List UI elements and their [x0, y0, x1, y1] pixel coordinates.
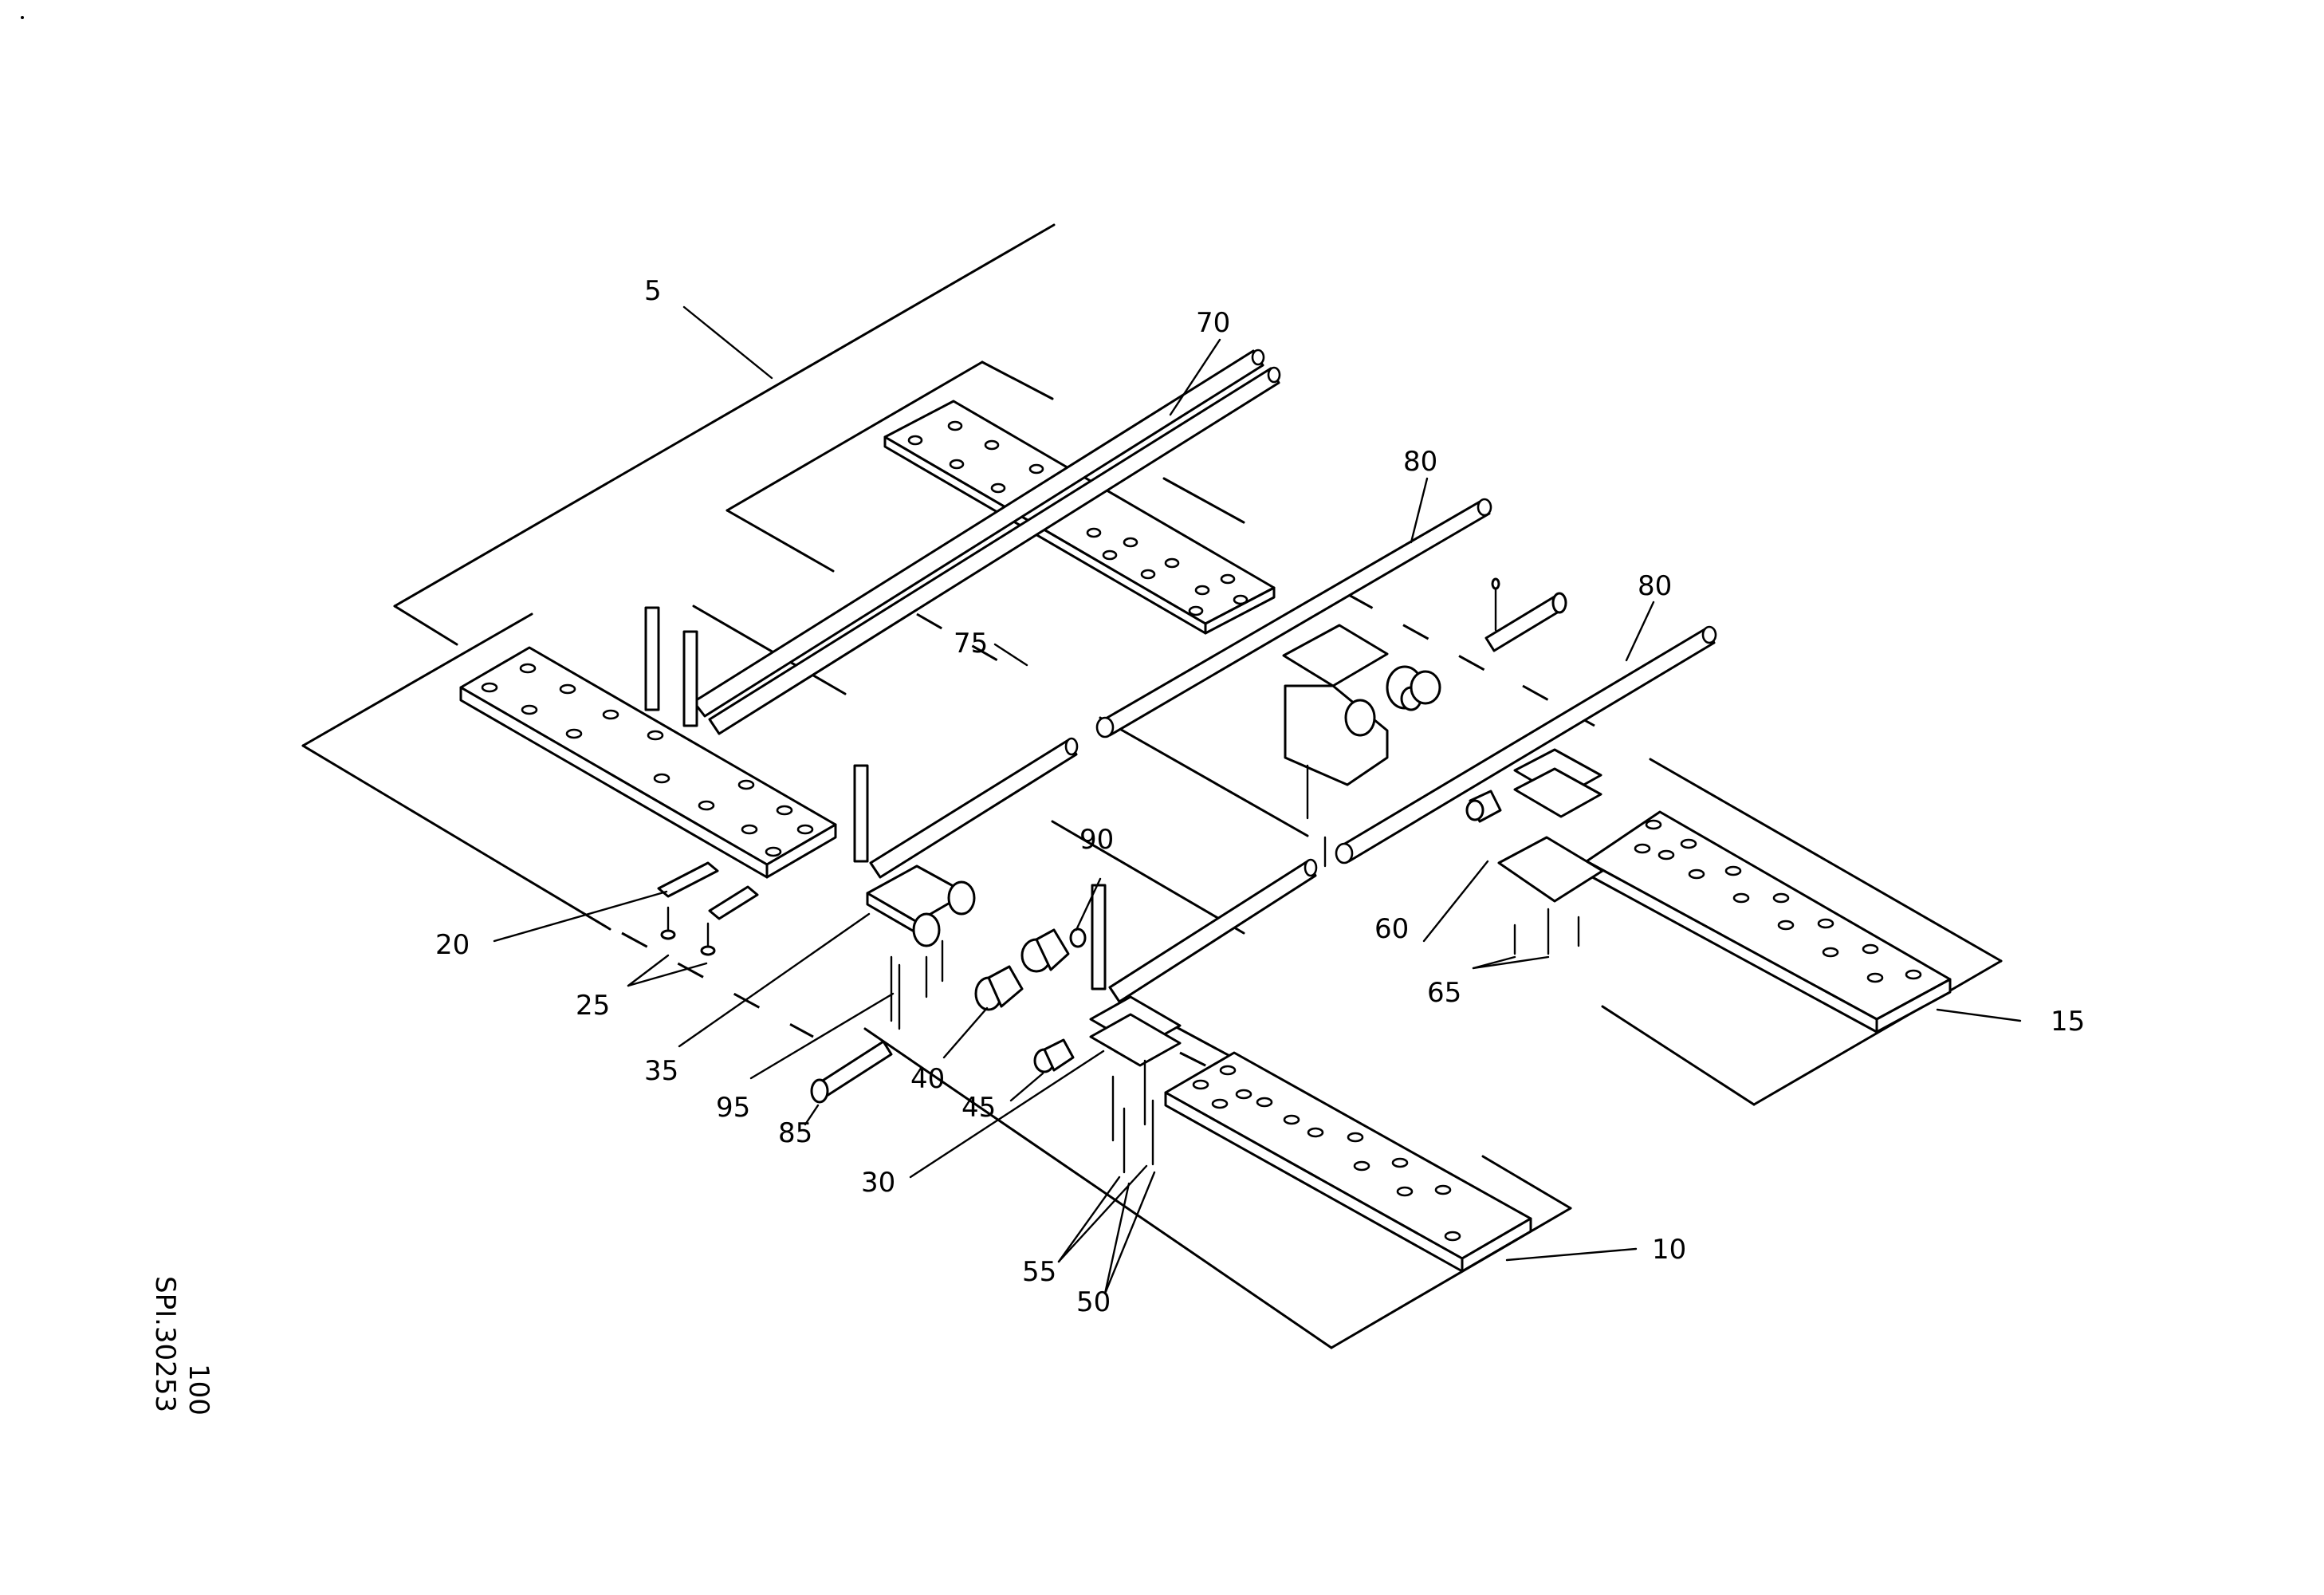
callout-35: 35 [644, 1055, 678, 1087]
link-plates-20 [657, 861, 759, 920]
drawing-sheet: 100 [183, 1364, 214, 1416]
callout-80-lower: 80 [1638, 570, 1672, 602]
callout-80-upper: 80 [1403, 446, 1437, 478]
callout-30: 30 [861, 1167, 895, 1199]
callout-75: 75 [954, 628, 988, 660]
callout-15: 15 [2051, 1006, 2085, 1038]
drawing-id: SPI.30253 [149, 1276, 181, 1412]
hinge-60-center [1282, 624, 1424, 786]
hinge-60-right [1497, 748, 1604, 903]
rods-70 [692, 349, 1281, 735]
right-plate-15 [1585, 810, 1952, 1034]
callout-50: 50 [1076, 1286, 1111, 1318]
top-plate [883, 400, 1276, 635]
corner-dot [21, 16, 24, 19]
left-brackets [644, 606, 1107, 990]
callout-20: 20 [435, 929, 470, 961]
left-plate [459, 646, 837, 879]
short-tubes [869, 737, 1318, 1003]
bottom-plate-10 [1164, 1051, 1532, 1273]
shaft-80-lower [1335, 625, 1717, 864]
screws [660, 764, 1580, 1174]
callout-95: 95 [716, 1092, 750, 1124]
bushings [974, 670, 1502, 1073]
callout-70: 70 [1196, 307, 1230, 339]
callout-45: 45 [961, 1092, 996, 1124]
hinge-30 [1089, 995, 1182, 1067]
drawing-code-block: SPI.30253 100 [149, 1276, 214, 1416]
pin-85 [810, 1040, 893, 1104]
callout-55: 55 [1022, 1256, 1056, 1288]
shaft-80-upper [1095, 498, 1492, 738]
callout-40: 40 [910, 1063, 945, 1095]
callout-5: 5 [644, 275, 662, 307]
callout-labels: 5 70 80 80 75 90 20 25 35 95 85 40 45 30… [435, 275, 2085, 1318]
leader-lines [493, 305, 2022, 1295]
pin-top-right [1484, 577, 1567, 652]
callout-10: 10 [1652, 1234, 1686, 1266]
callout-25: 25 [576, 990, 610, 1022]
callout-85: 85 [778, 1117, 812, 1149]
callout-60: 60 [1374, 913, 1409, 945]
callout-90: 90 [1079, 824, 1114, 856]
hinge-35 [866, 864, 976, 947]
callout-65: 65 [1427, 977, 1461, 1009]
